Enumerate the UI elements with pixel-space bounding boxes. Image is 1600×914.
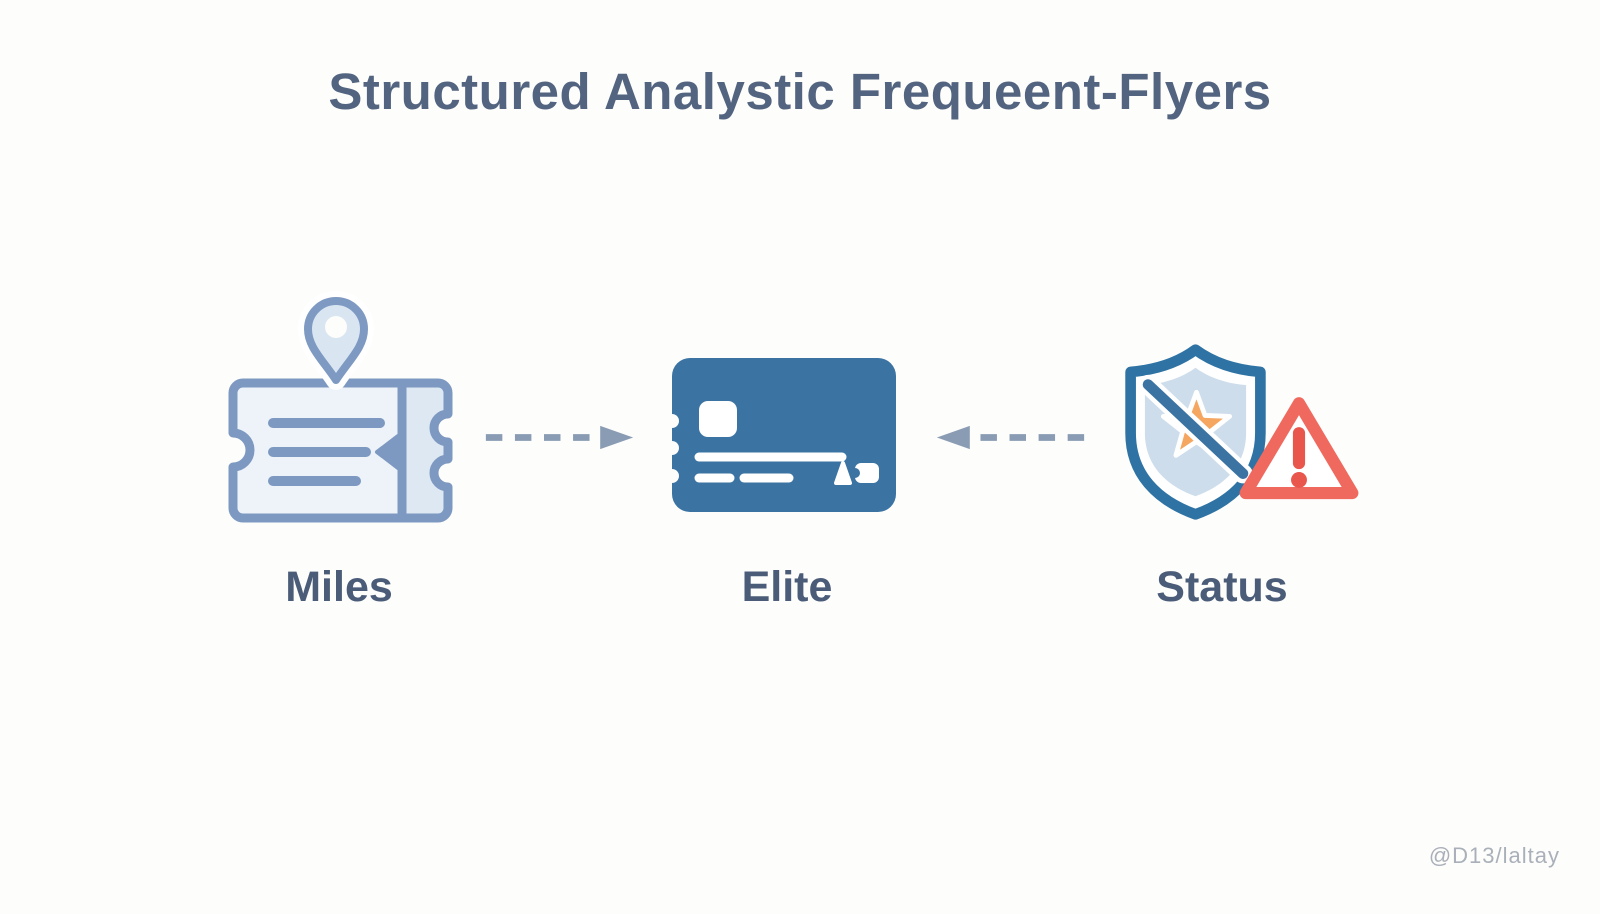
dashed-arrow-left-icon [933, 422, 1088, 453]
node-label-status: Status [1156, 563, 1288, 611]
node-label-miles: Miles [285, 563, 393, 611]
dashed-arrow-right-icon [482, 422, 637, 453]
warning-triangle-icon [1238, 392, 1360, 508]
ticket-location-pin-icon [218, 283, 463, 523]
watermark: @D13/laltay [1428, 843, 1560, 868]
page-title: Structured Analystic Frequeent-Flyers [328, 63, 1272, 120]
node-label-elite: Elite [741, 563, 833, 611]
credit-card-icon [664, 350, 904, 520]
shield-star-slash-icon [1113, 340, 1278, 524]
